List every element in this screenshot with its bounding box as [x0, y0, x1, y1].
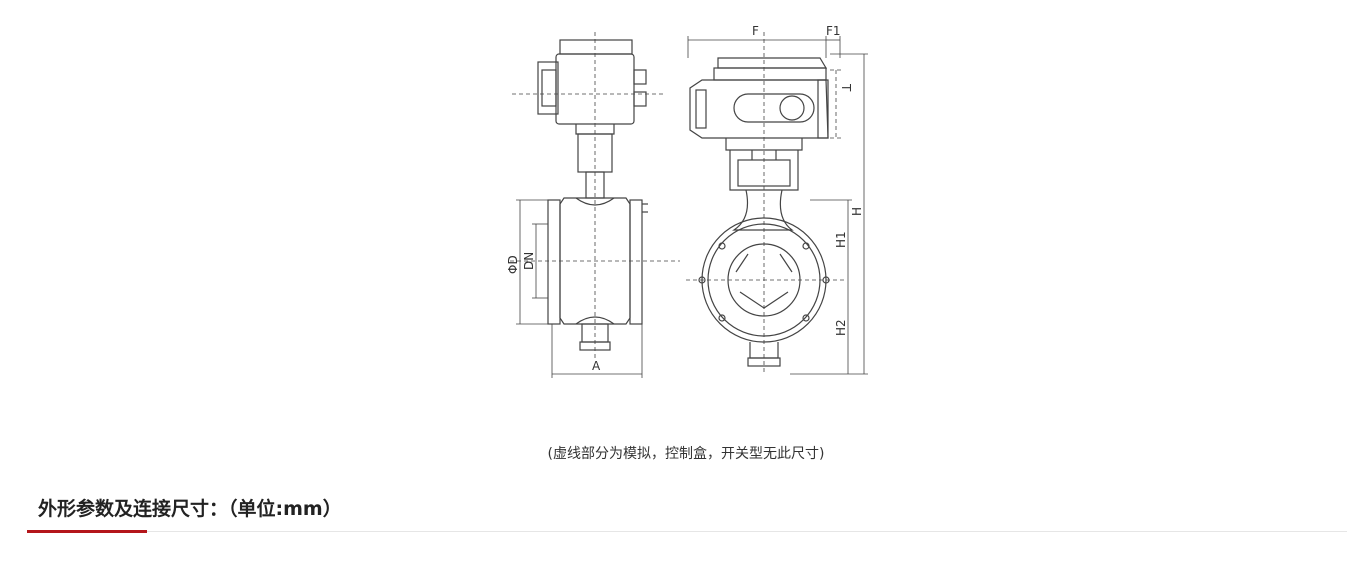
section-title: 外形参数及连接尺寸：（单位:mm） — [38, 498, 342, 520]
side-view-dimensions — [516, 199, 643, 378]
dim-label-H1: H1 — [834, 231, 848, 248]
side-view — [537, 39, 648, 351]
valve-technical-drawing: F F1 T H H1 H2 A ΦD DN — [490, 18, 890, 390]
dim-label-F: F — [752, 24, 759, 38]
section-divider — [27, 531, 1347, 532]
front-view-centerlines — [686, 32, 846, 374]
dim-label-H2: H2 — [834, 319, 848, 336]
side-view-centerlines — [510, 32, 680, 358]
dim-label-dn: DN — [522, 252, 536, 270]
drawing-caption: (虚线部分为模拟，控制盒，开关型无此尺寸) — [547, 446, 825, 462]
section-accent-underline — [27, 530, 147, 533]
front-view-dimensions — [687, 36, 868, 375]
front-view — [689, 57, 830, 367]
dim-label-H: H — [850, 207, 864, 216]
dim-label-F1: F1 — [826, 24, 841, 38]
dim-label-phi-d: ΦD — [506, 255, 520, 274]
dim-label-A: A — [592, 359, 601, 373]
dim-label-T: T — [839, 83, 853, 92]
